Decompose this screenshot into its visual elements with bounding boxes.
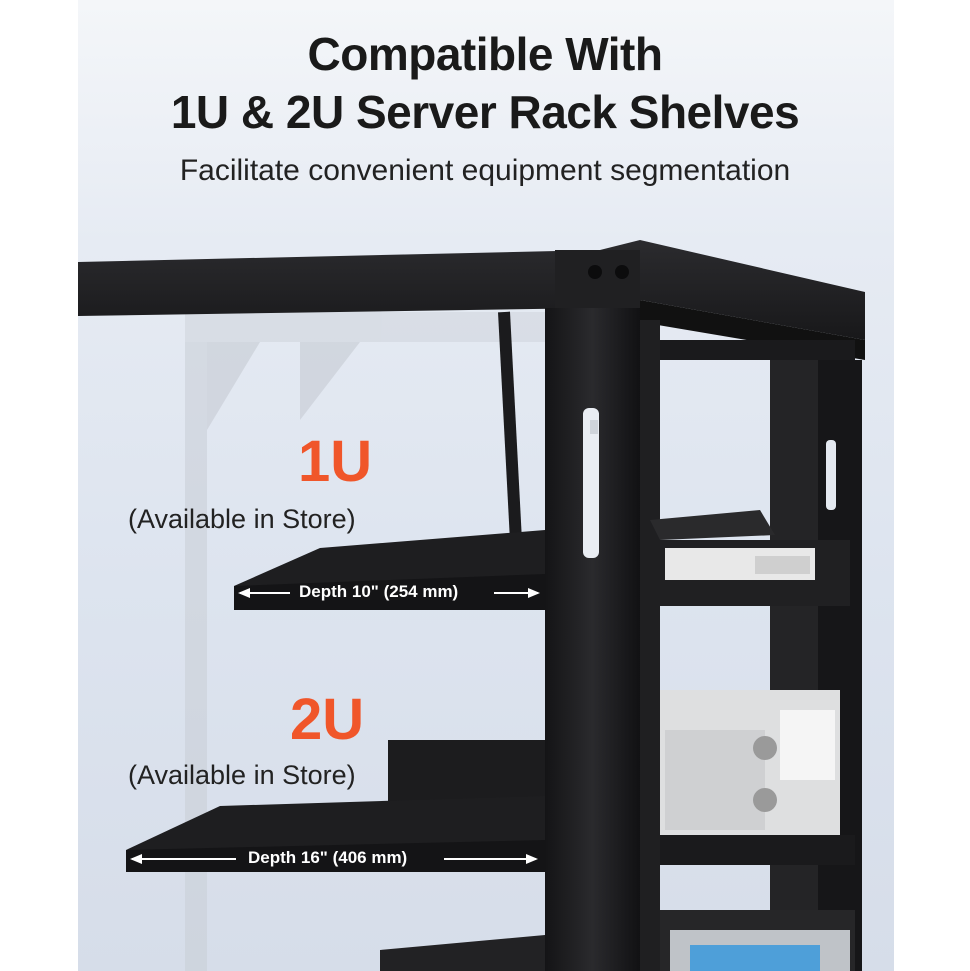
headline-line-2: 1U & 2U Server Rack Shelves xyxy=(170,86,800,138)
shelf-bottom xyxy=(380,910,855,971)
shelf-1u xyxy=(234,510,850,610)
shelf-1u-depth-label: Depth 10" (254 mm) xyxy=(299,582,459,601)
rack-front-post xyxy=(545,308,640,971)
subtitle: Facilitate convenient equipment segmenta… xyxy=(179,154,791,187)
rack-back-post xyxy=(640,320,862,971)
depth-arrow-1u xyxy=(238,588,540,598)
shelf-2u-availability: (Available in Store) xyxy=(128,760,356,790)
shelf-2u-depth-label: Depth 16" (406 mm) xyxy=(248,848,408,867)
headline-line-1: Compatible With xyxy=(307,28,663,80)
shelf-2u-size-label: 2U xyxy=(290,687,365,752)
antenna xyxy=(498,311,523,542)
shelf-1u-availability: (Available in Store) xyxy=(128,504,356,534)
shelf-1u-size-label: 1U xyxy=(298,429,373,494)
background-frame xyxy=(185,312,545,971)
shelf-2u xyxy=(126,690,855,872)
depth-arrow-2u xyxy=(130,854,538,864)
